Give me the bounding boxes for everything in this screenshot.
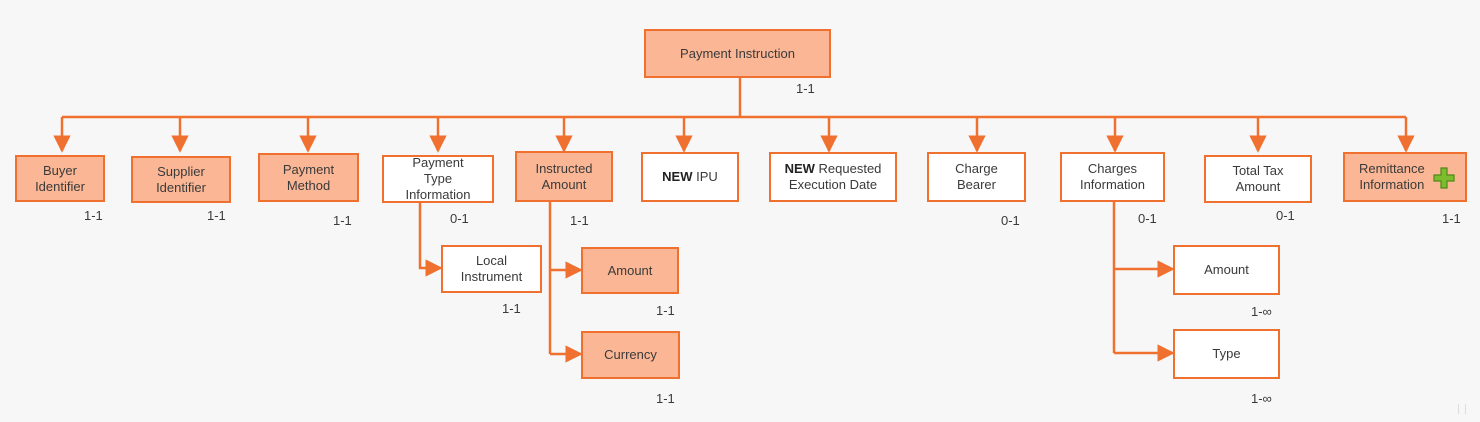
cardinality-currency: 1-1 bbox=[656, 391, 675, 406]
cardinality-buyer-identifier: 1-1 bbox=[84, 208, 103, 223]
node-charges-amount: Amount bbox=[1173, 245, 1280, 295]
cardinality-charge-bearer: 0-1 bbox=[1001, 213, 1020, 228]
node-label: Currency bbox=[604, 347, 657, 362]
node-label: Local Instrument bbox=[460, 253, 523, 284]
node-new-requested-execution-date: NEW Requested Execution Date bbox=[769, 152, 897, 202]
plus-icon[interactable] bbox=[1433, 167, 1455, 189]
node-label: Total Tax Amount bbox=[1232, 163, 1284, 194]
node-label: Requested Execution Date bbox=[788, 161, 882, 192]
cardinality-payment-method: 1-1 bbox=[333, 213, 352, 228]
new-tag: NEW bbox=[662, 169, 693, 184]
cardinality-instructed-amount: 1-1 bbox=[570, 213, 589, 228]
node-local-instrument: Local Instrument bbox=[441, 245, 542, 293]
node-payment-type-information: Payment Type Information bbox=[382, 155, 494, 203]
cardinality-payment-type-information: 0-1 bbox=[450, 211, 469, 226]
cardinality-charges-information: 0-1 bbox=[1138, 211, 1157, 226]
node-label: Payment Method bbox=[282, 161, 335, 193]
node-label: Instructed Amount bbox=[535, 160, 593, 192]
node-payment-method: Payment Method bbox=[258, 153, 359, 202]
cardinality-total-tax-amount: 0-1 bbox=[1276, 208, 1295, 223]
cardinality-local-instrument: 1-1 bbox=[502, 301, 521, 316]
node-label: Payment Instruction bbox=[680, 45, 795, 61]
cardinality-remittance-information: 1-1 bbox=[1442, 211, 1461, 226]
node-label: Amount bbox=[607, 262, 653, 278]
node-supplier-identifier: Supplier Identifier bbox=[131, 156, 231, 203]
node-total-tax-amount: Total Tax Amount bbox=[1204, 155, 1312, 203]
node-label: Charges Information bbox=[1079, 161, 1146, 192]
node-currency: Currency bbox=[581, 331, 680, 379]
cardinality-supplier-identifier: 1-1 bbox=[207, 208, 226, 223]
node-instructed-amount: Instructed Amount bbox=[515, 151, 613, 202]
node-label: Payment Type Information bbox=[405, 155, 471, 202]
node-payment-instruction: Payment Instruction bbox=[644, 29, 831, 78]
cardinality-payment-instruction: 1-1 bbox=[796, 81, 815, 96]
node-charges-information: Charges Information bbox=[1060, 152, 1165, 202]
cardinality-charges-amount: 1-∞ bbox=[1251, 304, 1272, 319]
node-label: Remittance Information bbox=[1359, 161, 1425, 192]
node-new-ipu: NEW IPU bbox=[641, 152, 739, 202]
node-label: Amount bbox=[1204, 262, 1249, 277]
node-charges-type: Type bbox=[1173, 329, 1280, 379]
connector-local-instrument bbox=[418, 203, 443, 277]
node-label: Charge Bearer bbox=[955, 161, 998, 192]
node-label: Buyer Identifier bbox=[35, 162, 85, 194]
cardinality-amount: 1-1 bbox=[656, 303, 675, 318]
node-label: Type bbox=[1212, 346, 1241, 361]
node-amount: Amount bbox=[581, 247, 679, 294]
resize-grip bbox=[1458, 404, 1466, 414]
new-tag: NEW bbox=[784, 161, 815, 176]
cardinality-charges-type: 1-∞ bbox=[1251, 391, 1272, 406]
node-buyer-identifier: Buyer Identifier bbox=[15, 155, 105, 202]
node-label: Supplier Identifier bbox=[156, 163, 206, 195]
node-label: IPU bbox=[692, 169, 718, 184]
node-charge-bearer: Charge Bearer bbox=[927, 152, 1026, 202]
